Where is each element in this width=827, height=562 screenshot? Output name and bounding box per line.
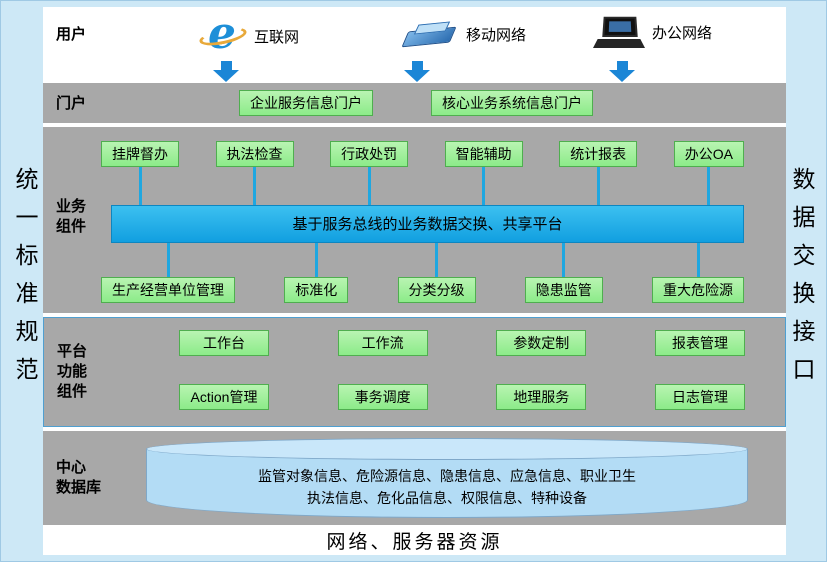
- business-component-box: 重大危险源: [652, 277, 744, 303]
- arrows-row: [43, 61, 786, 83]
- platform-component-box: 工作台: [179, 330, 269, 356]
- arrow-head: [404, 70, 430, 82]
- business-bottom-node: 生产经营单位管理: [101, 243, 235, 303]
- user-channel-label: 移动网络: [466, 26, 527, 44]
- business-top-node: 智能辅助: [444, 141, 523, 205]
- business-top-node: 执法检查: [215, 141, 294, 205]
- business-bottom-node: 隐患监管: [524, 243, 603, 303]
- database-cylinder: 监管对象信息、危险源信息、隐患信息、应急信息、职业卫生 执法信息、危化品信息、权…: [146, 438, 748, 518]
- platform-component-box: 事务调度: [337, 384, 428, 410]
- connector-line: [562, 243, 566, 277]
- user-channel-mobile: 移动网络: [401, 19, 526, 49]
- arrow-shaft: [411, 61, 423, 70]
- platform-component-box: 日志管理: [654, 384, 745, 410]
- platform-component-box: 地理服务: [496, 384, 587, 410]
- business-bottom-row: 生产经营单位管理 标准化 分类分级 隐患监管: [101, 243, 744, 303]
- platform-component-box: 参数定制: [496, 330, 587, 356]
- business-component-box: 执法检查: [215, 141, 294, 167]
- business-component-box: 行政处罚: [330, 141, 409, 167]
- laptop-icon: [593, 16, 645, 49]
- user-channel-label: 互联网: [254, 28, 300, 46]
- platform-component-box: 报表管理: [654, 330, 745, 356]
- business-component-box: 分类分级: [397, 277, 476, 303]
- database-section-label: 中心 数据库: [56, 459, 102, 496]
- connector-line: [435, 243, 438, 277]
- database-line: 执法信息、危化品信息、权限信息、特种设备: [307, 490, 587, 507]
- business-section-label: 业务 组件: [56, 198, 87, 235]
- laptop-base: [593, 39, 645, 48]
- right-vertical-label: 数据交换接口: [789, 167, 815, 395]
- business-section: 业务 组件 挂牌督办 执法检查 行政处罚: [43, 127, 786, 313]
- platform-section: 平台 功能 组件 工作台 工作流 参数定制 报表管理 Action管理 事务调度…: [43, 317, 786, 427]
- portal-box: 核心业务系统信息门户: [431, 90, 593, 116]
- business-component-box: 智能辅助: [444, 141, 523, 167]
- users-row-label: 用户: [56, 26, 87, 43]
- down-arrow: [404, 61, 430, 82]
- down-arrow: [213, 61, 239, 82]
- business-component-box: 标准化: [284, 277, 349, 303]
- connector-line: [696, 243, 700, 277]
- user-channel-label: 办公网络: [652, 25, 713, 42]
- platform-row-2: Action管理 事务调度 地理服务 日志管理: [179, 384, 745, 410]
- cylinder-body: [146, 449, 748, 518]
- connector-line: [596, 167, 600, 205]
- platform-row-1: 工作台 工作流 参数定制 报表管理: [179, 330, 745, 356]
- database-line: 监管对象信息、危险源信息、隐患信息、应急信息、职业卫生: [258, 468, 636, 484]
- business-top-node: 行政处罚: [330, 141, 409, 205]
- mobile-device-icon: [401, 19, 459, 49]
- arrow-shaft: [616, 61, 628, 70]
- connector-line: [138, 167, 142, 205]
- service-bus-bar: 基于服务总线的业务数据交换、共享平台: [111, 205, 744, 243]
- business-top-node: 办公OA: [673, 141, 744, 205]
- arrow-head: [609, 70, 635, 82]
- laptop-display: [608, 21, 632, 32]
- laptop-screen: [602, 16, 638, 38]
- cylinder-top: [146, 438, 748, 460]
- connector-line: [314, 243, 318, 277]
- user-channel-internet: e 互联网: [197, 8, 300, 59]
- business-content: 挂牌督办 执法检查 行政处罚 智能辅助: [101, 141, 744, 303]
- business-bottom-node: 标准化: [284, 243, 349, 303]
- business-bottom-node: 分类分级: [397, 243, 476, 303]
- diagram-main: 用户 e 互联网 移动网络 办公网络: [43, 7, 786, 555]
- down-arrow: [609, 61, 635, 82]
- database-content: 监管对象信息、危险源信息、隐患信息、应急信息、职业卫生 执法信息、危化品信息、权…: [146, 465, 748, 510]
- business-component-box: 挂牌督办: [101, 141, 179, 167]
- footer-caption: 网络、服务器资源: [43, 525, 786, 555]
- connector-line: [367, 167, 371, 205]
- business-top-node: 统计报表: [559, 141, 638, 205]
- portal-row: 门户 企业服务信息门户 核心业务系统信息门户: [43, 83, 786, 123]
- arrow-head: [213, 70, 239, 82]
- platform-section-label: 平台 功能 组件: [57, 343, 88, 400]
- left-vertical-label: 统一标准规范: [12, 167, 38, 395]
- internet-explorer-icon: e: [197, 8, 249, 59]
- portal-row-label: 门户: [56, 95, 87, 112]
- ie-letter: e: [208, 8, 236, 59]
- business-component-box: 统计报表: [559, 141, 638, 167]
- platform-grid: 工作台 工作流 参数定制 报表管理 Action管理 事务调度 地理服务 日志管…: [179, 330, 745, 410]
- connector-line: [482, 167, 486, 205]
- connector-line: [166, 243, 170, 277]
- connector-line: [253, 167, 257, 205]
- users-row: 用户 e 互联网 移动网络 办公网络: [43, 7, 786, 61]
- business-component-box: 办公OA: [673, 141, 744, 167]
- business-top-row: 挂牌督办 执法检查 行政处罚 智能辅助: [101, 141, 744, 205]
- portal-box: 企业服务信息门户: [239, 90, 373, 116]
- platform-component-box: Action管理: [179, 384, 269, 410]
- business-bottom-node: 重大危险源: [652, 243, 744, 303]
- arrow-shaft: [220, 61, 232, 70]
- database-section: 中心 数据库 监管对象信息、危险源信息、隐患信息、应急信息、职业卫生 执法信息、…: [43, 431, 786, 525]
- business-component-box: 隐患监管: [524, 277, 603, 303]
- platform-component-box: 工作流: [337, 330, 428, 356]
- business-top-node: 挂牌督办: [101, 141, 179, 205]
- user-channel-office: 办公网络: [593, 16, 712, 49]
- business-component-box: 生产经营单位管理: [101, 277, 235, 303]
- connector-line: [707, 167, 711, 205]
